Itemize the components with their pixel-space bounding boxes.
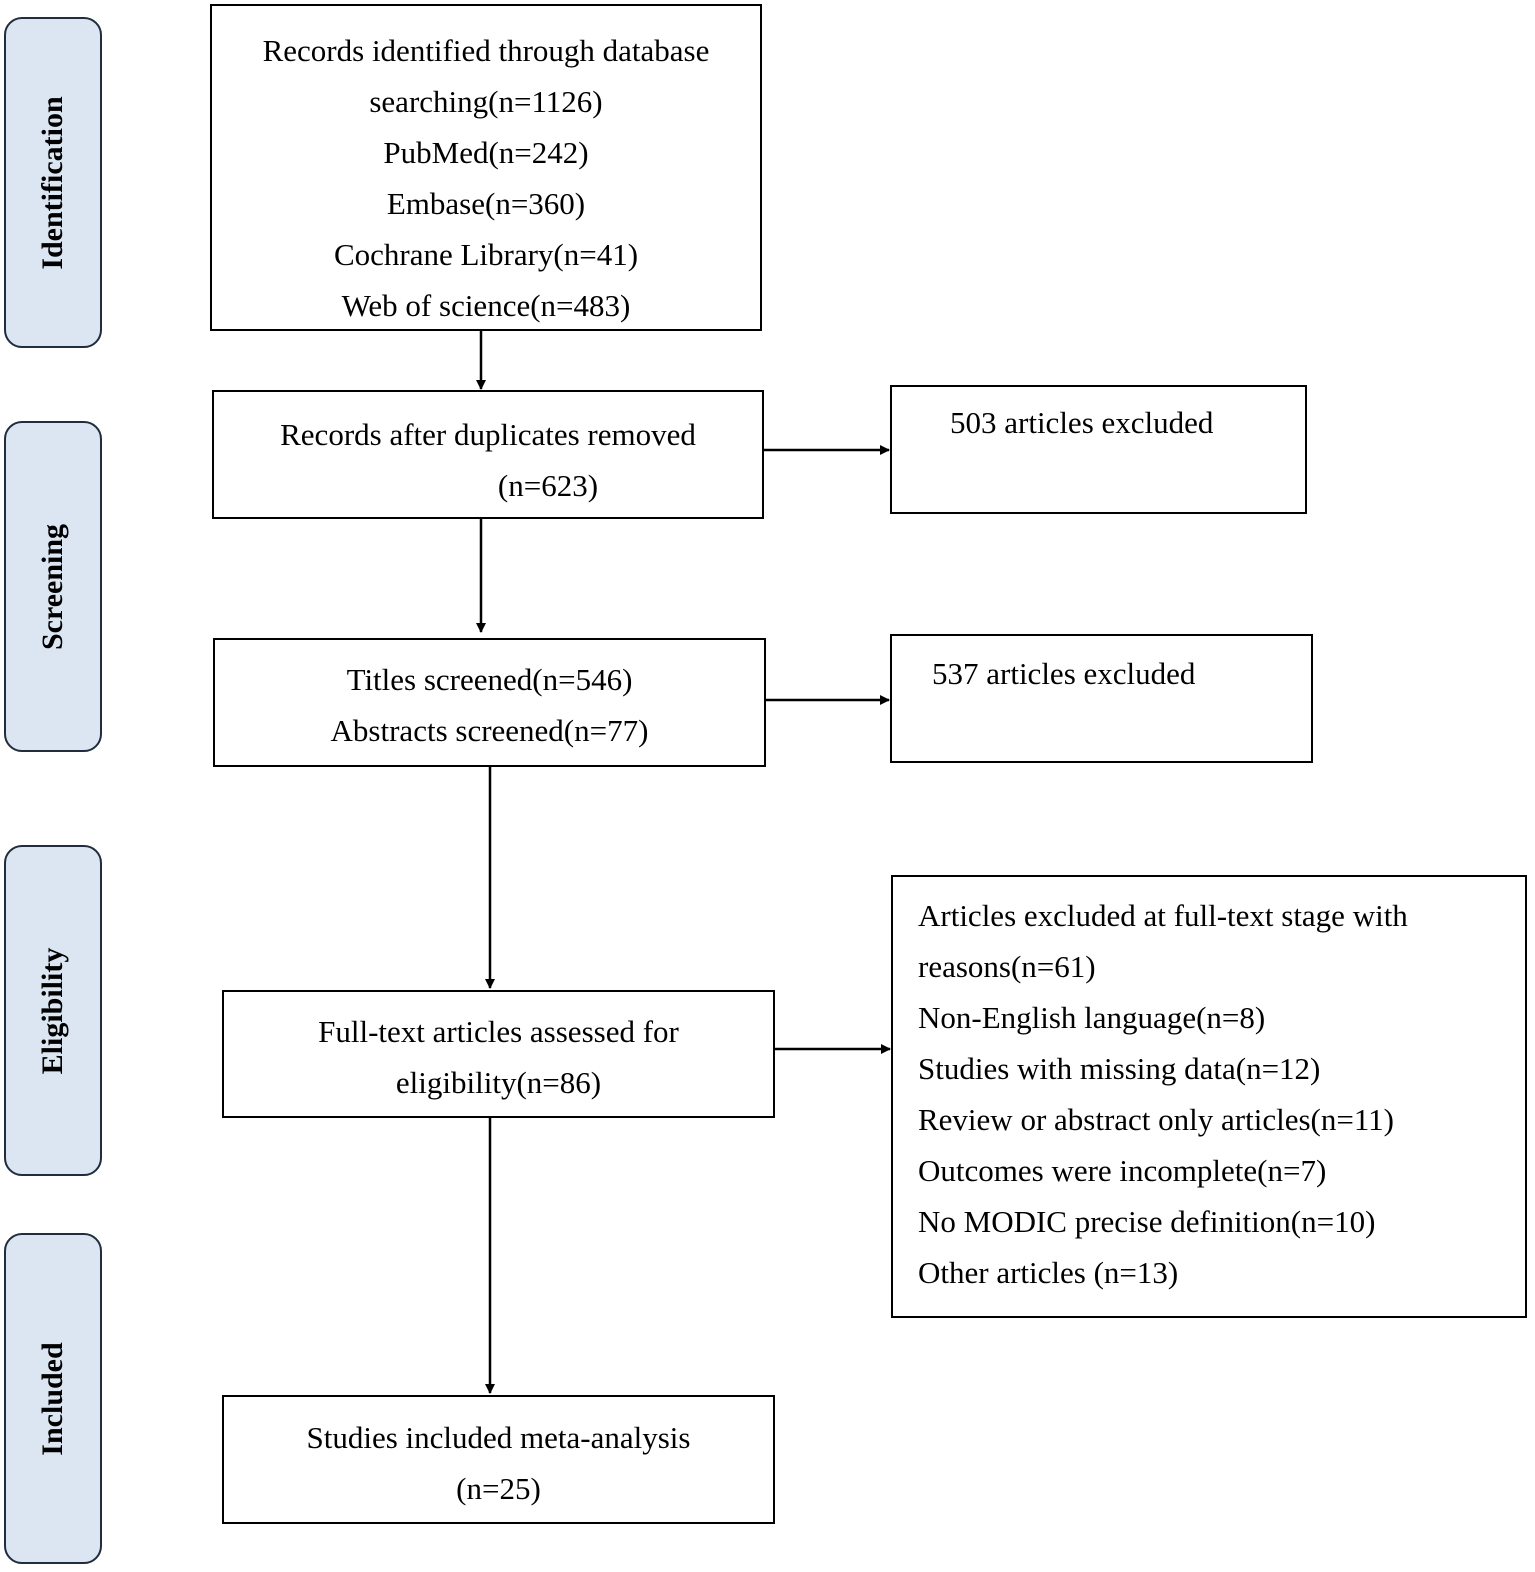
duplicates-removed-line-1: Records after duplicates removed <box>280 417 696 452</box>
excluded-537-text: 537 articles excluded <box>932 656 1196 691</box>
reason-non-english: Non-English language(n=8) <box>918 1000 1266 1035</box>
stage-included: Included <box>4 1233 102 1564</box>
duplicates-removed-count: (n=623) <box>497 468 599 503</box>
studies-included-box: Studies included meta-analysis (n=25) <box>222 1395 775 1524</box>
reason-missing-data: Studies with missing data(n=12) <box>918 1051 1321 1086</box>
records-embase: Embase(n=360) <box>386 186 586 221</box>
full-text-line-2: eligibility(n=86) <box>395 1065 602 1100</box>
records-identified-line-2: searching(n=1126) <box>369 84 603 119</box>
records-cochrane: Cochrane Library(n=41) <box>333 237 639 272</box>
excluded-fulltext-heading-2: reasons(n=61) <box>918 949 1096 984</box>
studies-included-line-1: Studies included meta-analysis <box>306 1420 691 1455</box>
records-identified-line-1: Records identified through database <box>262 33 710 68</box>
abstracts-screened: Abstracts screened(n=77) <box>330 713 649 748</box>
stage-identification: Identification <box>4 17 102 348</box>
excluded-503-box: 503 articles excluded <box>890 385 1307 514</box>
excluded-537-box: 537 articles excluded <box>890 634 1313 763</box>
reason-review-abstract: Review or abstract only articles(n=11) <box>918 1102 1395 1137</box>
reason-other: Other articles (n=13) <box>918 1255 1179 1290</box>
duplicates-removed-box: Records after duplicates removed (n=623) <box>212 390 764 519</box>
excluded-503-text: 503 articles excluded <box>950 405 1214 440</box>
excluded-fulltext-heading-1: Articles excluded at full-text stage wit… <box>918 898 1408 933</box>
stage-eligibility: Eligibility <box>4 845 102 1176</box>
full-text-assessed-box: Full-text articles assessed for eligibil… <box>222 990 775 1118</box>
full-text-line-1: Full-text articles assessed for <box>318 1014 679 1049</box>
records-web-of-science: Web of science(n=483) <box>341 288 631 323</box>
titles-screened: Titles screened(n=546) <box>346 662 633 697</box>
reason-no-modic-definition: No MODIC precise definition(n=10) <box>918 1204 1376 1239</box>
titles-abstracts-screened-box: Titles screened(n=546) Abstracts screene… <box>213 638 766 767</box>
records-identified-box: Records identified through database sear… <box>210 4 762 331</box>
studies-included-count: (n=25) <box>456 1471 541 1506</box>
records-pubmed: PubMed(n=242) <box>383 135 589 170</box>
reason-incomplete-outcomes: Outcomes were incomplete(n=7) <box>918 1153 1327 1188</box>
stage-screening: Screening <box>4 421 102 752</box>
full-text-excluded-box: Articles excluded at full-text stage wit… <box>891 875 1527 1318</box>
